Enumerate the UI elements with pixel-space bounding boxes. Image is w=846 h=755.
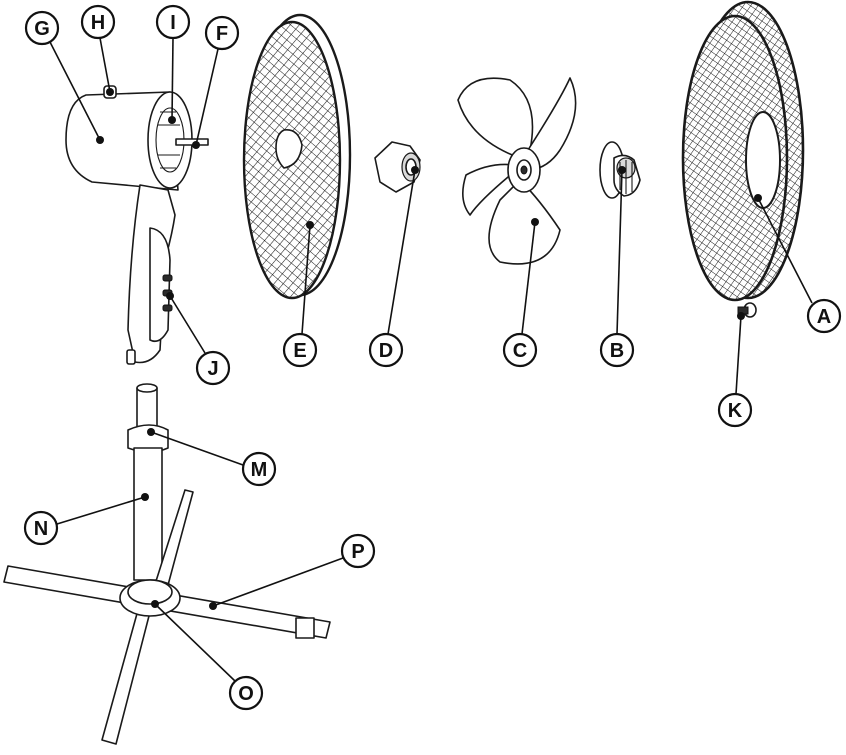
callout-circle-e xyxy=(282,332,318,368)
callout-circle-b xyxy=(599,332,635,368)
fan-blade-art xyxy=(457,77,577,265)
callout-circle-m xyxy=(241,451,277,487)
leader-dot-k xyxy=(737,312,745,320)
rear-grill-art xyxy=(242,13,352,300)
callout-n-telescopic-pole: N xyxy=(23,493,149,546)
callout-circle-k xyxy=(717,392,753,428)
callout-circle-i xyxy=(155,4,191,40)
callout-o-base-hub: O xyxy=(151,600,264,711)
callout-g-motor-housing: G xyxy=(24,10,104,144)
callout-i-motor-front-plate: I xyxy=(155,4,191,124)
callout-k-grill-screw: K xyxy=(717,312,753,428)
front-grill-art xyxy=(681,0,805,302)
leader-dot-n xyxy=(141,493,149,501)
callout-circle-h xyxy=(80,4,116,40)
leader-line-j xyxy=(169,295,206,354)
leader-dot-j xyxy=(166,292,174,300)
pole-art xyxy=(127,383,169,581)
callout-letter-i: I xyxy=(170,12,176,34)
rear-grill-center-plate xyxy=(275,128,303,169)
callout-d-grill-nut: D xyxy=(368,166,419,368)
leader-line-n xyxy=(56,496,146,525)
callout-a-front-grill: A xyxy=(754,194,842,334)
leader-dot-o xyxy=(151,600,159,608)
leader-line-h xyxy=(99,37,111,93)
leader-line-m xyxy=(150,431,244,466)
leader-line-d xyxy=(387,169,416,335)
leader-line-e xyxy=(301,224,311,335)
leader-dot-a xyxy=(754,194,762,202)
callout-letter-n: N xyxy=(34,518,48,540)
leader-dot-p xyxy=(209,602,217,610)
callout-circle-j xyxy=(195,350,231,386)
base-art xyxy=(3,489,331,745)
control-panel-shape xyxy=(149,227,171,343)
callout-circle-d xyxy=(368,332,404,368)
leader-dot-b xyxy=(618,166,626,174)
motor-shaft-shape xyxy=(175,138,209,146)
leader-line-c xyxy=(521,221,536,335)
grill-screw-art xyxy=(737,302,757,318)
callout-circle-f xyxy=(204,15,240,51)
callout-letter-g: G xyxy=(34,18,50,40)
leader-line-k xyxy=(735,315,742,395)
callout-h-oscillation-knob: H xyxy=(80,4,116,96)
leader-line-o xyxy=(154,603,236,682)
callout-letter-c: C xyxy=(513,340,527,362)
callout-letter-f: F xyxy=(216,23,228,45)
callout-letter-a: A xyxy=(817,306,831,328)
leader-dot-i xyxy=(168,116,176,124)
leader-dot-d xyxy=(411,166,419,174)
callout-layer: G H I F J E D C B A K M N P O xyxy=(23,4,842,711)
leader-dot-g xyxy=(96,136,104,144)
callout-letter-p: P xyxy=(351,541,364,563)
callout-circle-o xyxy=(228,675,264,711)
leader-line-f xyxy=(195,48,219,146)
callout-m-height-adjust-collar: M xyxy=(147,428,277,487)
leader-dot-f xyxy=(192,141,200,149)
leader-dot-c xyxy=(531,218,539,226)
callout-p-base-cross: P xyxy=(209,533,376,610)
callout-letter-m: M xyxy=(251,459,268,481)
leader-line-p xyxy=(212,557,344,607)
callout-circle-g xyxy=(24,10,60,46)
callout-letter-e: E xyxy=(293,340,306,362)
callout-letter-d: D xyxy=(379,340,393,362)
leader-dot-m xyxy=(147,428,155,436)
callout-c-fan-blade: C xyxy=(502,218,539,368)
callout-circle-a xyxy=(806,298,842,334)
callout-b-spinner-cap: B xyxy=(599,166,635,368)
leader-dot-h xyxy=(106,88,114,96)
callout-e-rear-grill: E xyxy=(282,221,318,368)
leader-dot-e xyxy=(306,221,314,229)
callout-j-control-panel: J xyxy=(166,292,231,386)
callout-f-motor-shaft: F xyxy=(192,15,240,149)
callout-circle-p xyxy=(340,533,376,569)
leader-line-i xyxy=(171,37,174,121)
callout-circle-c xyxy=(502,332,538,368)
leader-line-g xyxy=(49,41,101,141)
leader-line-a xyxy=(757,197,813,304)
callout-circle-n xyxy=(23,510,59,546)
callout-letter-o: O xyxy=(238,683,254,705)
callout-letter-b: B xyxy=(610,340,624,362)
motor-head xyxy=(65,85,209,365)
leader-line-b xyxy=(616,169,623,335)
callout-letter-k: K xyxy=(728,400,743,422)
callout-letter-j: J xyxy=(207,358,218,380)
callout-letter-h: H xyxy=(91,12,105,34)
